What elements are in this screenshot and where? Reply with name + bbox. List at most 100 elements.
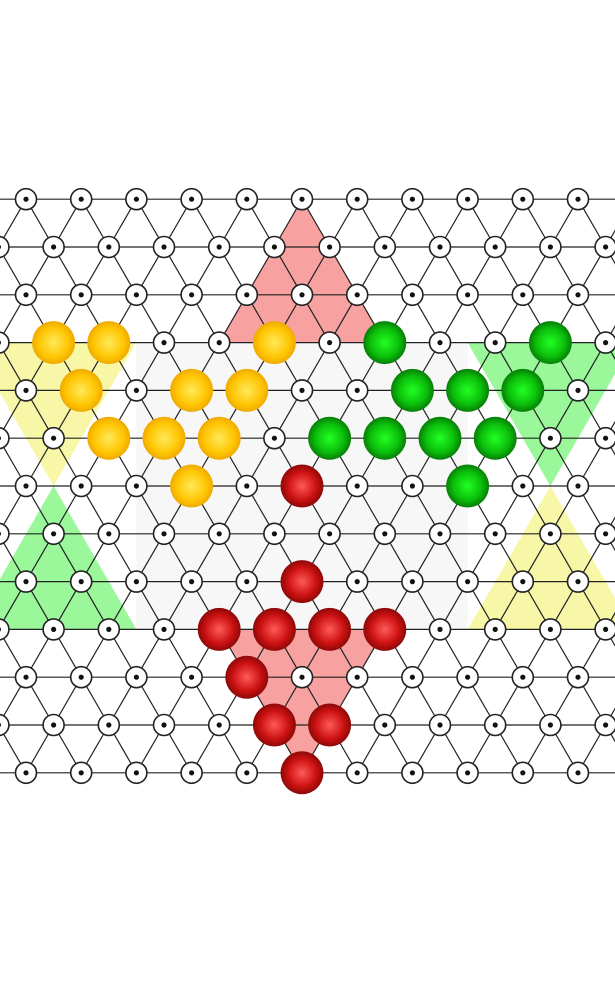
board-hole[interactable] bbox=[42, 522, 65, 546]
board-hole[interactable] bbox=[566, 570, 590, 593]
green-marble[interactable] bbox=[363, 321, 407, 365]
board-hole[interactable] bbox=[511, 283, 535, 307]
board-hole[interactable] bbox=[345, 761, 369, 785]
board-hole[interactable] bbox=[152, 618, 176, 641]
board-hole[interactable] bbox=[125, 187, 148, 211]
yellow-marble[interactable] bbox=[170, 368, 214, 412]
board-hole[interactable] bbox=[345, 379, 369, 402]
board-hole[interactable] bbox=[566, 761, 590, 785]
green-marble[interactable] bbox=[446, 464, 490, 508]
board-hole[interactable] bbox=[401, 570, 424, 593]
yellow-marble[interactable] bbox=[225, 368, 269, 412]
board-hole[interactable] bbox=[345, 187, 369, 211]
yellow-marble[interactable] bbox=[32, 321, 76, 365]
red-marble[interactable] bbox=[225, 655, 269, 699]
green-marble[interactable] bbox=[501, 368, 545, 412]
board-hole[interactable] bbox=[235, 283, 259, 307]
board-hole[interactable] bbox=[97, 713, 121, 737]
board-hole[interactable] bbox=[125, 570, 148, 593]
board-hole[interactable] bbox=[539, 426, 562, 450]
board-hole[interactable] bbox=[456, 283, 479, 307]
board-hole[interactable] bbox=[594, 235, 615, 259]
board-hole[interactable] bbox=[345, 570, 369, 593]
yellow-marble[interactable] bbox=[252, 321, 296, 365]
board-hole[interactable] bbox=[290, 283, 314, 307]
board-hole[interactable] bbox=[511, 570, 535, 593]
board-hole[interactable] bbox=[263, 426, 286, 450]
board-hole[interactable] bbox=[539, 713, 562, 737]
board-hole[interactable] bbox=[345, 283, 369, 307]
board-hole[interactable] bbox=[42, 713, 65, 737]
board-hole[interactable] bbox=[373, 713, 397, 737]
board-hole[interactable] bbox=[594, 331, 615, 354]
red-marble[interactable] bbox=[363, 607, 407, 651]
board-hole[interactable] bbox=[14, 187, 38, 211]
board-hole[interactable] bbox=[69, 474, 93, 498]
board-hole[interactable] bbox=[180, 570, 203, 593]
board-hole[interactable] bbox=[483, 713, 507, 737]
board-hole[interactable] bbox=[290, 665, 314, 689]
board-hole[interactable] bbox=[345, 665, 369, 689]
board-hole[interactable] bbox=[152, 331, 176, 354]
board-hole[interactable] bbox=[0, 331, 10, 354]
board-hole[interactable] bbox=[456, 761, 479, 785]
yellow-marble[interactable] bbox=[142, 416, 186, 460]
board-hole[interactable] bbox=[290, 187, 314, 211]
red-marble[interactable] bbox=[308, 703, 352, 747]
board-hole[interactable] bbox=[97, 235, 121, 259]
red-marble[interactable] bbox=[280, 560, 324, 604]
board-hole[interactable] bbox=[69, 761, 93, 785]
board-hole[interactable] bbox=[594, 713, 615, 737]
board-hole[interactable] bbox=[539, 235, 562, 259]
board-hole[interactable] bbox=[125, 665, 148, 689]
yellow-marble[interactable] bbox=[87, 416, 131, 460]
board-hole[interactable] bbox=[0, 522, 10, 545]
board-hole[interactable] bbox=[0, 235, 10, 259]
board-hole[interactable] bbox=[14, 570, 38, 593]
board-hole[interactable] bbox=[0, 427, 10, 450]
green-marble[interactable] bbox=[308, 416, 352, 460]
board-hole[interactable] bbox=[483, 618, 507, 641]
board-hole[interactable] bbox=[207, 331, 231, 354]
board-hole[interactable] bbox=[428, 618, 452, 641]
board-hole[interactable] bbox=[511, 761, 535, 785]
board-hole[interactable] bbox=[14, 761, 38, 785]
board-hole[interactable] bbox=[263, 522, 286, 546]
green-marble[interactable] bbox=[390, 368, 434, 412]
board-hole[interactable] bbox=[180, 187, 203, 211]
board-hole[interactable] bbox=[401, 665, 424, 689]
board-hole[interactable] bbox=[125, 283, 148, 307]
board-hole[interactable] bbox=[401, 474, 424, 498]
board-hole[interactable] bbox=[566, 379, 590, 402]
board-hole[interactable] bbox=[69, 570, 93, 593]
board-hole[interactable] bbox=[428, 522, 452, 546]
board-hole[interactable] bbox=[263, 235, 286, 259]
red-marble[interactable] bbox=[197, 607, 241, 651]
board-hole[interactable] bbox=[152, 713, 176, 737]
board-hole[interactable] bbox=[152, 522, 176, 546]
board-hole[interactable] bbox=[511, 665, 535, 689]
yellow-marble[interactable] bbox=[197, 416, 241, 460]
board-hole[interactable] bbox=[180, 665, 203, 689]
board-hole[interactable] bbox=[235, 474, 259, 498]
green-marble[interactable] bbox=[418, 416, 462, 460]
board-hole[interactable] bbox=[456, 187, 479, 211]
board-hole[interactable] bbox=[235, 761, 259, 785]
board-hole[interactable] bbox=[14, 474, 38, 498]
board-hole[interactable] bbox=[594, 618, 615, 641]
board-hole[interactable] bbox=[428, 331, 452, 354]
board-hole[interactable] bbox=[14, 379, 38, 402]
board-hole[interactable] bbox=[456, 570, 479, 593]
board-hole[interactable] bbox=[566, 187, 590, 211]
board-hole[interactable] bbox=[125, 761, 148, 785]
green-marble[interactable] bbox=[446, 368, 490, 412]
board-hole[interactable] bbox=[207, 235, 231, 259]
board-hole[interactable] bbox=[318, 331, 341, 354]
board-hole[interactable] bbox=[483, 331, 507, 354]
board-hole[interactable] bbox=[373, 522, 397, 546]
red-marble[interactable] bbox=[280, 464, 324, 508]
board-hole[interactable] bbox=[69, 283, 93, 307]
yellow-marble[interactable] bbox=[87, 321, 131, 365]
board-hole[interactable] bbox=[207, 522, 231, 546]
board-hole[interactable] bbox=[42, 235, 65, 259]
